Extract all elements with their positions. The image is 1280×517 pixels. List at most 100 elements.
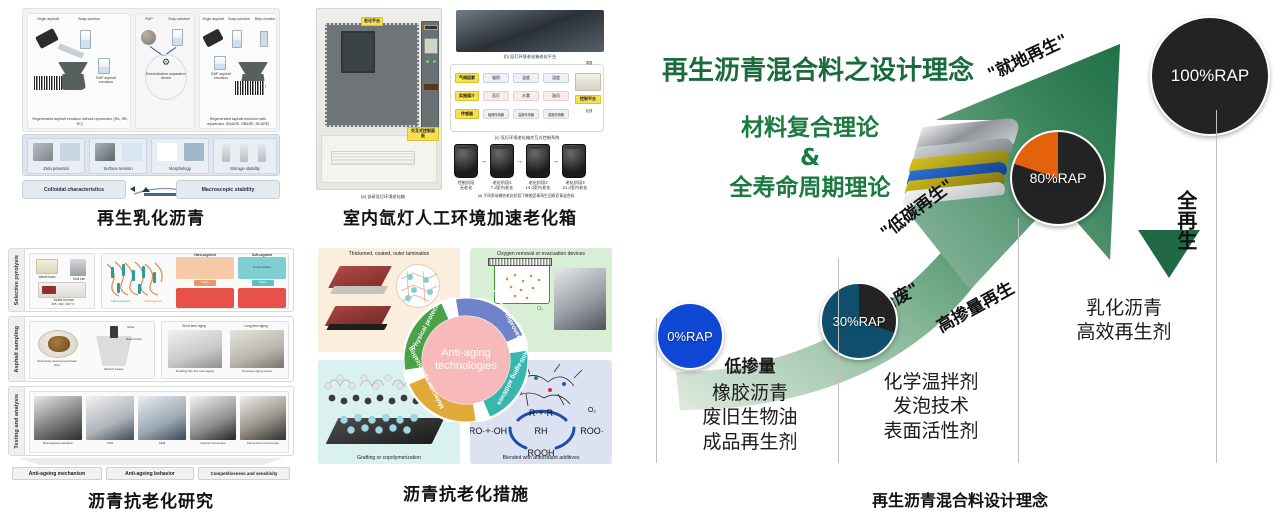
storage-tube-1	[222, 143, 230, 162]
design-concept-title: 再生沥青混合料之设计理念	[662, 50, 1022, 87]
label-adjust: 调整	[585, 61, 593, 65]
tag-anti-ageing-mechanism: Anti-ageing mechanism	[12, 467, 102, 480]
soap-beaker-icon	[80, 30, 91, 49]
ftir-photo	[86, 396, 134, 440]
morphology-result-thumb	[184, 143, 204, 161]
seal-can-thumb	[70, 259, 86, 276]
blender-body-icon	[60, 74, 86, 90]
label-pav: Pressure aging vessel	[242, 369, 272, 373]
caption-xenon-chamber: 室内氙灯人工环境加速老化箱	[343, 209, 577, 229]
figcap-c: (c) 氙灯环境老化箱交互式控制系统	[494, 135, 560, 140]
quadrant-title-process: Oxygen removal or evacuation devices	[497, 251, 585, 257]
substrate-slab	[326, 324, 388, 330]
coated-slab-top	[328, 266, 392, 288]
tag-anti-ageing-behavior: Anti-ageing behavior	[106, 467, 194, 480]
row-inner-testing: Rheological evaluation FTIR SEM Optical …	[29, 391, 289, 453]
rap-emulsion-beaker-right-icon	[214, 56, 226, 70]
svg-text:ROO·: ROO·	[580, 426, 604, 436]
test-cell-storage-stability: Storage stability	[213, 138, 277, 174]
label-ftir: FTIR	[106, 441, 114, 445]
right-result-label: Regenerated asphalt emulsion with rejuve…	[206, 117, 270, 126]
specimen-core-1	[490, 144, 514, 178]
sem-photo	[138, 396, 186, 440]
down-arrow-band	[18, 458, 284, 465]
furnace-door-thumb	[42, 286, 56, 294]
cycle-ring-icon	[145, 54, 187, 100]
bubble-0-rap: 0%RAP	[656, 302, 724, 370]
led-indicator-2	[433, 60, 436, 63]
column-high-content-line-3: 表面活性剂	[883, 419, 979, 442]
row-side-label-sampling: Asphalt sampling	[9, 317, 25, 381]
sub-muffle-furnace: Waste foam Seal can Muffle furnace 285, …	[29, 253, 95, 309]
pyrolysis-products-right	[238, 288, 286, 308]
step1-badge: Step1	[194, 280, 216, 286]
flow-cell-water-spray: 水雾	[513, 91, 539, 101]
rap-emulsion-beaker-icon	[98, 58, 110, 74]
anti-aging-donut: Anti-aging technologies Physical protect…	[404, 288, 530, 422]
bubble-30-rap: 30%RAP	[820, 282, 898, 360]
specimen-label-3: 老化阶段3 21 d室内老化	[562, 180, 588, 191]
label-polyol-chains: Polyol chains	[253, 265, 271, 269]
donut-center: Anti-aging technologies	[422, 316, 510, 404]
quadrant-title-additives: Blended with antioxidant additives	[502, 455, 580, 461]
specimen-core-2	[526, 144, 550, 178]
control-header	[424, 25, 438, 30]
pyrolysis-products-left	[176, 288, 234, 308]
bubble-80-label: 80%RAP	[1029, 170, 1087, 186]
bubble-0-label: 0%RAP	[667, 328, 713, 344]
column-high-content-line-1: 化学温拌剂	[883, 371, 979, 393]
test-cell-surface-tension: Surface tension	[89, 138, 147, 174]
soft-segment-box	[238, 257, 286, 279]
asphalt-can-icon	[35, 28, 59, 49]
legend-soft-segment: Soft-segment	[144, 299, 162, 303]
label-base-binder: Base binder	[125, 337, 142, 341]
design-concept-title-text: 再生沥青混合料之设计理念	[662, 56, 975, 86]
divider-3	[1018, 218, 1019, 463]
specimen-label-2: 老化阶段2 14 d室内老化	[525, 180, 551, 191]
subtitle-line-1: 材料复合理论 & 全寿命周期理论	[729, 115, 891, 201]
surface-tension-result-thumb	[122, 143, 142, 161]
label-fluorescent-microscope: Fluorescent microscope	[247, 441, 279, 445]
rtfo-photo	[168, 330, 222, 368]
column-low-content-line-1: 橡胶沥青	[711, 382, 788, 404]
rejuvenator-bottle-icon	[260, 31, 268, 47]
rheometer-photo	[34, 396, 82, 440]
quadrant-title-physical: Thickened, coated, outer lamination	[348, 251, 430, 257]
column-high-content-line-2: 发泡技术	[892, 395, 969, 418]
gear-icon: ⚙	[162, 57, 171, 67]
caption-recycled-emulsified-asphalt: 再生乳化沥青	[97, 209, 205, 229]
right-product-label: RAP asphalt emulsion	[211, 72, 231, 81]
row-selective-pyrolysis: Selective pyrolysis Waste foam Seal can …	[8, 248, 294, 312]
test-label-surface-tension: Surface tension	[103, 166, 133, 171]
svg-text:ROOH: ROOH	[528, 448, 555, 458]
sub-pyrolysis-mechanism: Hard-segment Soft-segment Hard-segment S…	[101, 253, 289, 309]
storage-tube-2	[240, 143, 248, 162]
row-side-label-testing: Testing and analysis	[9, 387, 25, 455]
figcap-a: (a) 自研氙灯环境老化箱	[361, 194, 405, 199]
test-label-zeta: Zeta potential	[43, 166, 69, 171]
svg-text:RH: RH	[535, 426, 548, 436]
label-pyrolysis-conditions: 285, 300, 315 °C	[51, 302, 75, 306]
grafting-diagram	[324, 374, 428, 405]
label-rap-emulsion-left: RAP asphalt emulsion	[96, 76, 116, 85]
divider-1	[656, 318, 657, 463]
chamber-control-column[interactable]	[421, 21, 439, 131]
label-rap-center: RAP	[145, 17, 153, 21]
specimen-core-3	[562, 144, 586, 178]
radical-cycle-diagram: R·+·R RH ROOH RO·+·OH ROO· O₂	[470, 407, 604, 458]
column-low-content: 低掺量 橡胶沥青 废旧生物油 成品再生剂	[664, 352, 836, 454]
sub-aging-equipment: Short term aging Long term aging Rotatin…	[161, 321, 289, 379]
figcap-d: (d) 不同多场耦合老化阶段下橡胶沥青再生回收沥青混合料	[477, 194, 575, 198]
control-panel-strip	[424, 84, 438, 90]
blender-funnel-right-icon	[238, 62, 268, 74]
column-low-content-line-2: 废旧生物油	[702, 406, 798, 429]
chamber-vent	[331, 151, 415, 165]
vertical-label-full-recycling: 全再生	[1172, 190, 1198, 255]
barcode-icon	[34, 76, 62, 90]
soap-beaker-center-icon	[172, 29, 183, 46]
donut-center-label: Anti-aging technologies	[435, 347, 497, 372]
control-screen[interactable]	[424, 38, 438, 54]
column-full-recycling-line-1: 乳化沥青	[1085, 297, 1162, 319]
specimen-arrow-1: →	[480, 158, 487, 165]
flow-cell-humidity-sensor: 湿度传感器	[543, 109, 569, 119]
